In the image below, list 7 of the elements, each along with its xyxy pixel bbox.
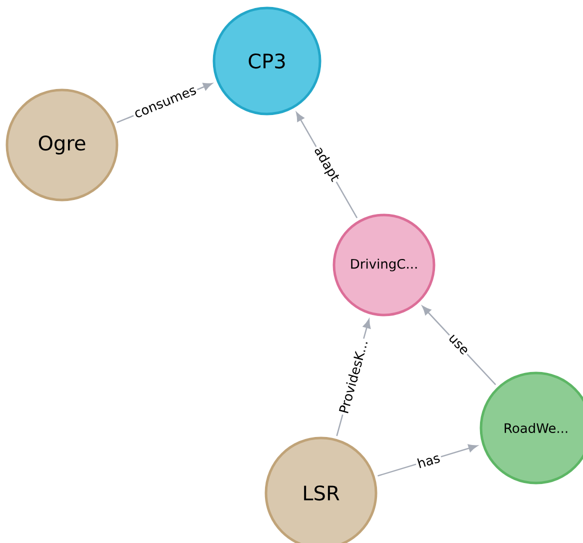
graph-node: DrivingC...: [332, 214, 436, 316]
edge-label: has: [414, 450, 443, 471]
edge-label: use: [446, 332, 471, 358]
graph-node: RoadWe...: [480, 372, 583, 484]
graph-node: CP3: [212, 6, 322, 116]
graph-node: LSR: [264, 436, 378, 543]
graph-node: Ogre: [6, 88, 118, 202]
